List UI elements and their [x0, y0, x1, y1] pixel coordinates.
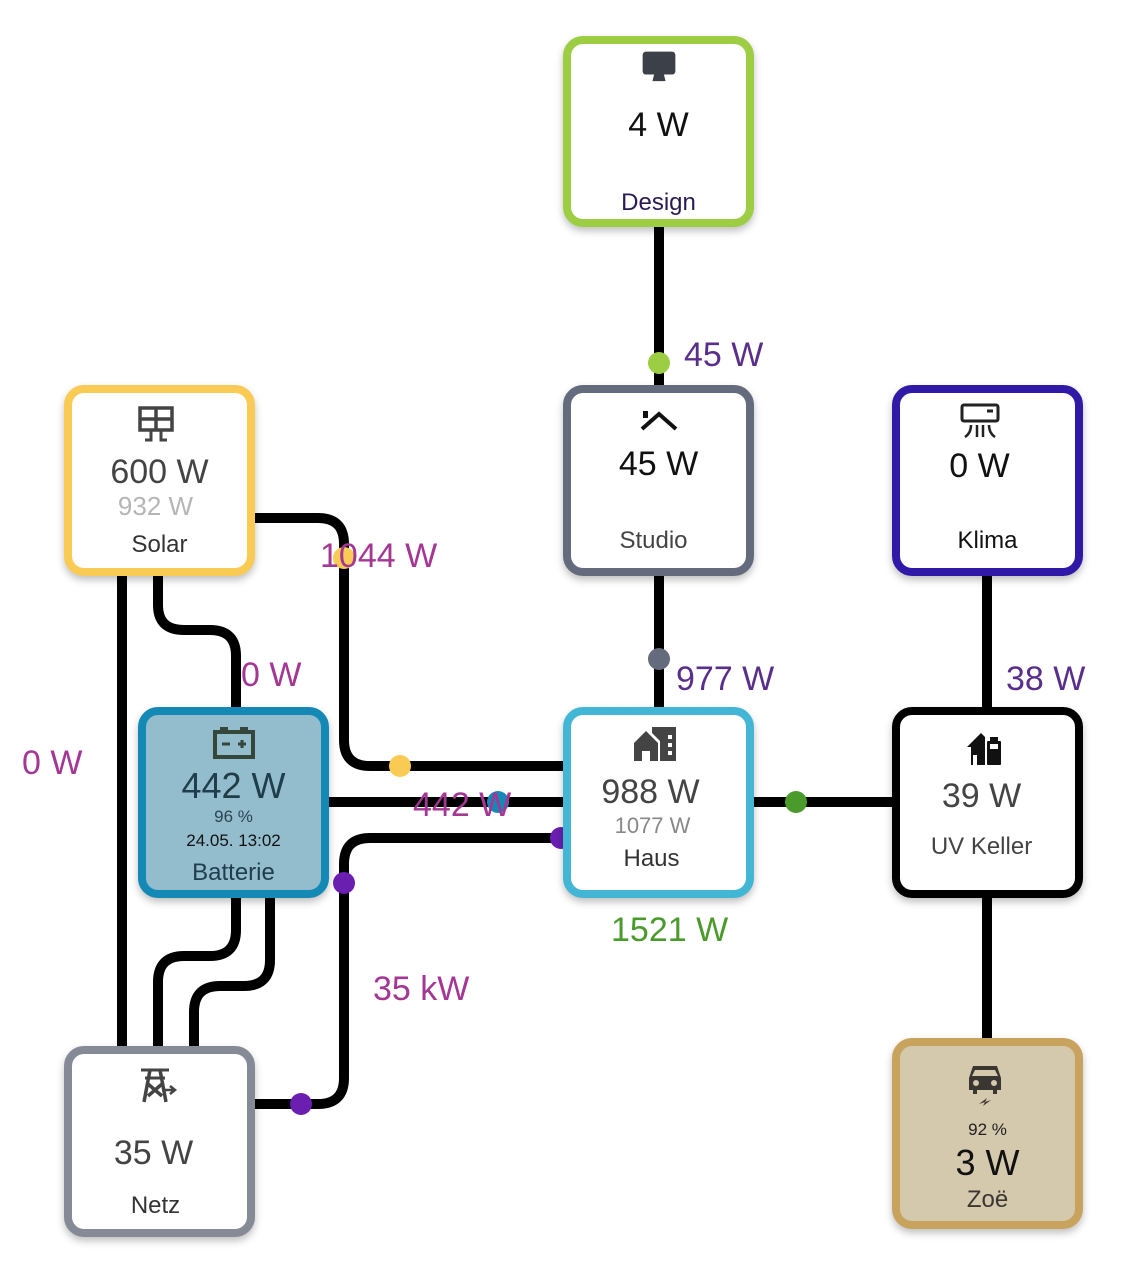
node-grid-value: 35 W — [113, 1134, 194, 1172]
flow-dot-studio-house — [648, 648, 670, 670]
flow-dot-solar-house-1 — [333, 547, 355, 569]
node-uv-keller-value: 39 W — [941, 777, 1022, 815]
flow-label-solar-house: 1044 W — [320, 537, 438, 575]
node-house[interactable]: 988 W 1077 W Haus — [563, 707, 754, 898]
node-klima-value: 0 W — [949, 447, 1010, 485]
node-klima-name: Klima — [957, 527, 1018, 554]
transmission-tower-export-icon — [68, 1066, 247, 1104]
flow-label-grid-house: 35 kW — [373, 970, 470, 1008]
air-conditioner-icon — [884, 403, 1075, 441]
node-car-soc: 92 % — [968, 1120, 1007, 1139]
node-car-value: 3 W — [955, 1142, 1020, 1183]
node-studio[interactable]: 45 W Studio — [563, 385, 754, 576]
monitor-icon — [571, 50, 746, 86]
flow-dot-solar-house-2 — [389, 755, 411, 777]
node-solar-value: 600 W — [110, 453, 209, 491]
flow-dot-grid-house-3 — [290, 1093, 312, 1115]
flow-label-klima-uv: 38 W — [1006, 660, 1086, 698]
node-grid-name: Netz — [130, 1192, 181, 1219]
node-design-name: Design — [621, 189, 696, 216]
node-battery-value: 442 W — [181, 765, 286, 806]
flow-label-house-uv: 1521 W — [611, 911, 729, 949]
node-battery[interactable]: 442 W 96 % 24.05. 13:02 Batterie — [138, 707, 329, 898]
node-grid[interactable]: 35 W Netz — [64, 1046, 255, 1237]
node-uv-keller-name: UV Keller — [930, 833, 1033, 860]
node-design[interactable]: 4 W Design — [563, 36, 754, 227]
node-car-name: Zoë — [966, 1186, 1009, 1213]
node-studio-value: 45 W — [618, 445, 699, 483]
node-solar-secondary: 932 W — [117, 491, 194, 521]
node-studio-name: Studio — [619, 527, 688, 554]
flow-label-solar-battery: 0 W — [241, 656, 302, 694]
flow-line-battery-grid-1 — [153, 893, 241, 1048]
flow-line-battery-grid-2 — [189, 893, 275, 1048]
node-klima[interactable]: 0 W Klima — [892, 385, 1083, 576]
node-battery-soc: 96 % — [214, 807, 253, 826]
home-battery-icon — [894, 731, 1075, 767]
flow-dot-house-uv — [785, 791, 807, 813]
flow-dot-grid-house-2 — [333, 872, 355, 894]
flow-label-studio-house: 977 W — [676, 660, 775, 698]
battery-icon — [146, 725, 321, 759]
flow-line-grid-house — [252, 833, 566, 1109]
node-uv-keller[interactable]: 39 W UV Keller — [892, 707, 1083, 898]
flow-label-battery-house: 442 W — [413, 786, 512, 824]
node-battery-timestamp: 24.05. 13:02 — [186, 831, 281, 850]
node-house-value: 988 W — [601, 773, 700, 811]
flow-line-solar-battery — [153, 575, 241, 712]
flow-dot-design-studio — [648, 352, 670, 374]
flow-line-solar-house — [252, 513, 566, 771]
node-battery-name: Batterie — [192, 859, 275, 886]
home-city-icon — [563, 725, 746, 763]
node-house-name: Haus — [623, 845, 680, 872]
node-design-value: 4 W — [628, 106, 689, 144]
node-car[interactable]: 92 % 3 W Zoë — [892, 1038, 1083, 1229]
node-house-secondary: 1077 W — [614, 813, 691, 838]
flow-label-solar-grid: 0 W — [22, 744, 83, 782]
car-electric-icon — [894, 1062, 1075, 1108]
flow-dot-battery-house — [487, 791, 509, 813]
node-solar[interactable]: 600 W 932 W Solar — [64, 385, 255, 576]
flow-label-design-studio: 45 W — [684, 336, 764, 374]
solar-panel-icon — [64, 405, 247, 443]
roof-icon — [571, 409, 746, 431]
node-solar-name: Solar — [131, 531, 188, 558]
